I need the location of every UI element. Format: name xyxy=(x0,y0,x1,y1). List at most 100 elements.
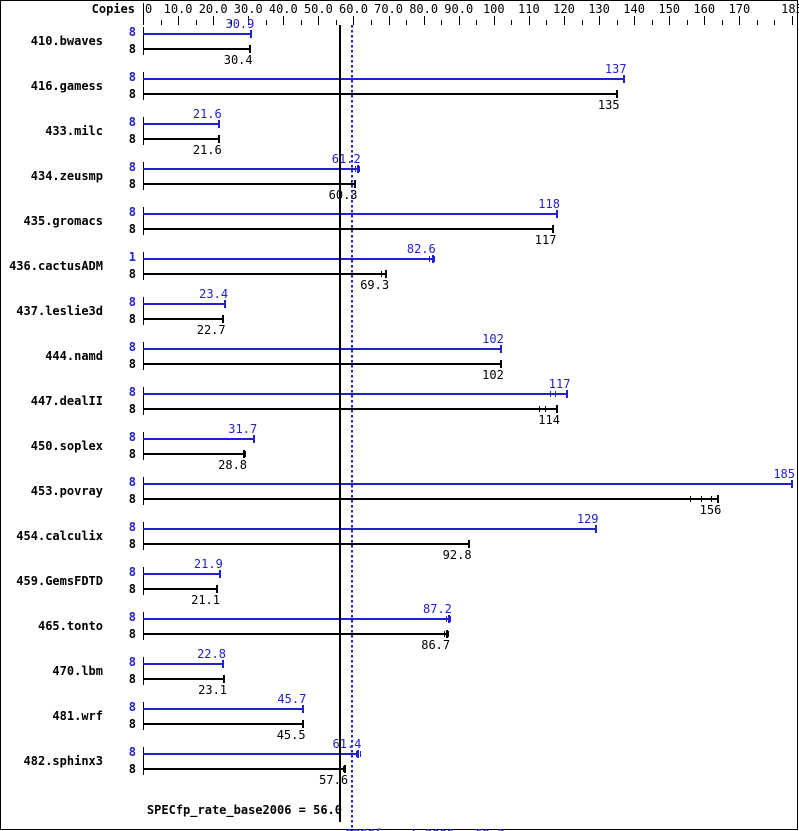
bar-end-cap xyxy=(499,360,502,368)
bar-end-cap xyxy=(717,495,720,503)
x-tick-label: 60.0 xyxy=(339,2,368,16)
axis-origin-line xyxy=(143,3,144,16)
error-tick xyxy=(429,256,430,262)
copies-base: 8 xyxy=(128,762,136,776)
bar-end-cap xyxy=(218,570,221,578)
row-axis-segment xyxy=(143,567,144,595)
bar-peak xyxy=(143,708,304,710)
copies-base: 8 xyxy=(128,42,136,56)
bar-end-cap xyxy=(446,630,449,638)
bar-base xyxy=(143,723,303,725)
x-tick-minor xyxy=(652,20,653,25)
benchmark-name: 454.calculix xyxy=(16,529,103,543)
error-tick xyxy=(555,391,556,397)
error-tick xyxy=(469,541,470,547)
row-axis-segment xyxy=(143,252,144,280)
error-tick xyxy=(550,391,551,397)
copies-base: 8 xyxy=(128,492,136,506)
x-tick-major xyxy=(494,16,495,25)
bar-base xyxy=(143,633,448,635)
x-tick-label: 90.0 xyxy=(444,2,474,16)
x-tick-minor xyxy=(441,20,442,25)
benchmark-name: 436.cactusADM xyxy=(9,259,103,273)
row-axis-segment xyxy=(143,747,144,775)
error-tick xyxy=(218,136,219,142)
bar-base xyxy=(143,768,346,770)
x-tick-label: 160 xyxy=(693,2,716,16)
value-label-base: 28.8 xyxy=(218,458,248,472)
x-tick-minor xyxy=(687,20,688,25)
row-axis-segment xyxy=(143,342,144,370)
x-tick-major xyxy=(459,16,460,25)
error-tick xyxy=(624,76,625,82)
row-axis-segment xyxy=(143,297,144,325)
row-axis-segment xyxy=(143,657,144,685)
x-tick-major xyxy=(599,16,600,25)
x-tick-minor xyxy=(546,20,547,25)
error-tick xyxy=(245,451,246,457)
copies-base: 8 xyxy=(128,312,136,326)
copies-base: 8 xyxy=(128,537,136,551)
benchmark-name: 482.sphinx3 xyxy=(23,754,103,768)
benchmark-name: 470.lbm xyxy=(52,664,103,678)
copies-base: 8 xyxy=(128,177,136,191)
x-tick-minor xyxy=(371,20,372,25)
error-tick xyxy=(792,481,793,487)
bar-base xyxy=(143,138,219,140)
value-label-base: 45.5 xyxy=(276,728,306,742)
bar-peak xyxy=(143,753,359,755)
x-tick-major xyxy=(564,16,565,25)
base-reference-line xyxy=(339,25,341,822)
x-tick-major xyxy=(389,16,390,25)
copies-base: 8 xyxy=(128,132,136,146)
x-tick-label: 50.0 xyxy=(303,2,333,16)
bar-peak xyxy=(143,348,501,350)
bar-peak xyxy=(143,303,226,305)
bar-end-cap xyxy=(217,120,220,128)
copies-peak: 8 xyxy=(128,475,136,489)
x-tick-label: 80.0 xyxy=(409,2,439,16)
bar-base xyxy=(143,408,557,410)
bar-end-cap xyxy=(431,255,434,263)
x-tick-major xyxy=(353,16,354,25)
bar-end-cap xyxy=(301,720,304,728)
value-label-peak: 118 xyxy=(538,197,560,211)
row-axis-segment xyxy=(143,612,144,640)
error-tick xyxy=(219,136,220,142)
bar-peak xyxy=(143,663,223,665)
benchmark-name: 481.wrf xyxy=(52,709,103,723)
x-tick-major xyxy=(178,16,179,25)
value-label-base: 117 xyxy=(534,233,557,247)
error-tick xyxy=(219,121,220,127)
error-tick xyxy=(345,766,346,772)
bar-base xyxy=(143,543,469,545)
value-label-base: 23.1 xyxy=(198,683,228,697)
error-tick xyxy=(355,166,356,172)
error-tick xyxy=(251,31,252,37)
error-tick xyxy=(303,706,304,712)
bar-peak xyxy=(143,123,219,125)
error-tick xyxy=(217,586,218,592)
value-label-peak: 23.4 xyxy=(199,287,229,301)
copies-peak: 8 xyxy=(128,655,136,669)
value-label-peak: 22.8 xyxy=(197,647,226,661)
value-label-base: 30.4 xyxy=(223,53,253,67)
bar-peak xyxy=(143,213,557,215)
row-axis-segment xyxy=(143,72,144,100)
x-tick-minor xyxy=(774,20,775,25)
bar-base xyxy=(143,183,355,185)
x-tick-minor xyxy=(511,20,512,25)
x-tick-minor xyxy=(617,20,618,25)
bar-end-cap xyxy=(467,540,470,548)
error-tick xyxy=(358,751,359,757)
bar-base xyxy=(143,678,225,680)
row-axis-segment xyxy=(143,162,144,190)
summary-peak: SPECfp_rate2006 = 59.3 xyxy=(346,827,505,831)
value-label-base: 86.7 xyxy=(421,638,451,652)
row-axis-segment xyxy=(143,522,144,550)
row-axis-segment xyxy=(143,432,144,460)
x-tick-label: 110 xyxy=(518,2,540,16)
x-tick-major xyxy=(143,16,144,25)
bar-end-cap xyxy=(594,525,597,533)
value-label-peak: 61.4 xyxy=(332,737,362,751)
